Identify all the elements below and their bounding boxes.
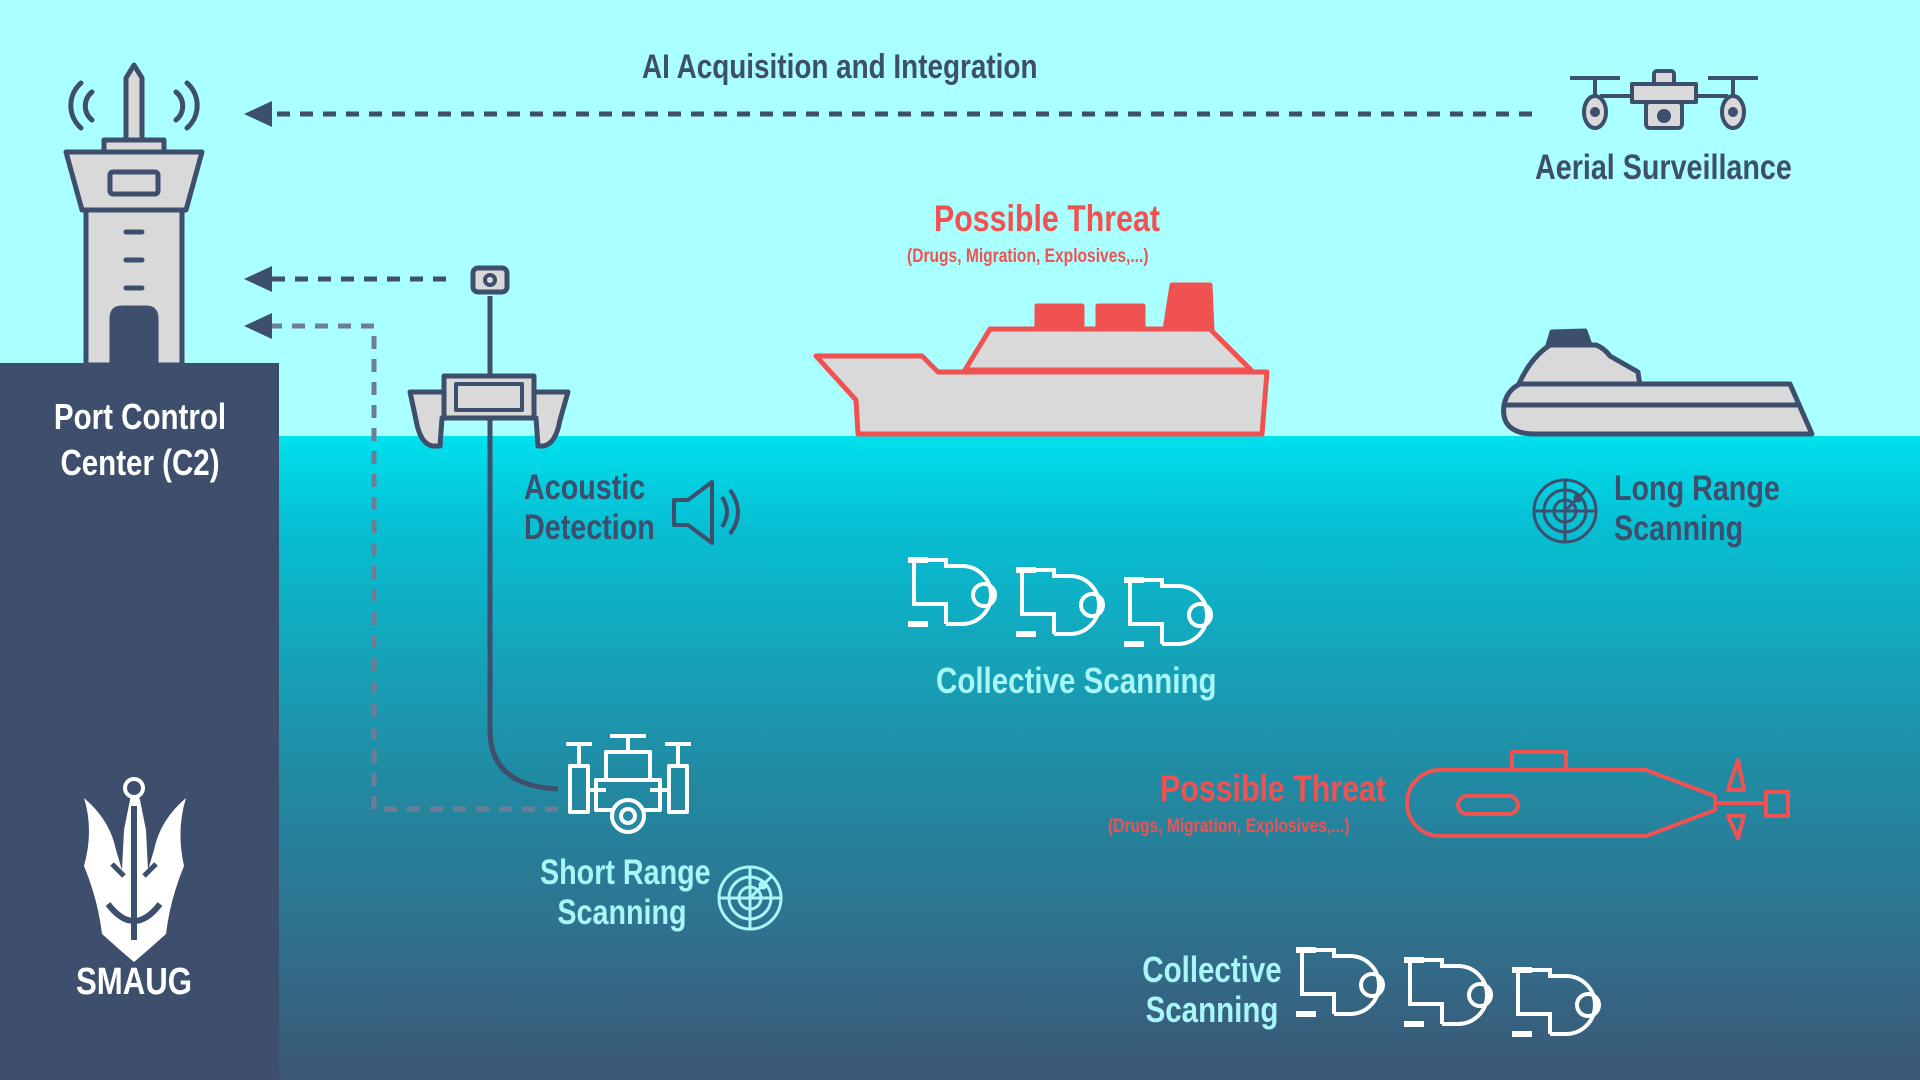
short-range-scanning-label: Short Range Scanning xyxy=(540,853,711,932)
ai-acquisition-label: AI Acquisition and Integration xyxy=(642,48,1038,86)
threat-surface-title: Possible Threat xyxy=(934,198,1160,239)
buoy-catamaran-icon xyxy=(407,265,571,792)
ai-acquisition-arrow xyxy=(244,101,1532,127)
buoy-link-arrow xyxy=(244,266,446,292)
threat-submarine-title: Possible Threat xyxy=(1160,768,1386,809)
underwater-drone-icon xyxy=(908,560,995,624)
collective-scanning-label: Collective Scanning xyxy=(936,660,1217,701)
underwater-drone-icon xyxy=(1296,950,1383,1014)
control-tower-icon xyxy=(63,62,205,368)
acoustic-detection-label: Acoustic Detection xyxy=(524,468,655,547)
port-control-panel xyxy=(0,363,279,1080)
underwater-drone-icon xyxy=(1124,580,1211,644)
sea xyxy=(0,436,1920,1080)
long-range-scanning-label: Long Range Scanning xyxy=(1614,469,1780,548)
threat-surface-subtitle: (Drugs, Migration, Explosives,...) xyxy=(907,246,1149,267)
port-control-label: Port Control Center (C2) xyxy=(53,396,227,483)
underwater-drone-icon xyxy=(1512,970,1599,1034)
radar-icon xyxy=(1532,478,1598,544)
radar-icon xyxy=(717,865,783,931)
underwater-drone-group xyxy=(908,560,1211,644)
drone-icon xyxy=(1570,69,1758,130)
ship-icon xyxy=(813,282,1270,437)
logo-wordmark: SMAUG xyxy=(75,961,192,1003)
speaker-icon xyxy=(672,480,740,545)
aerial-surveillance-label: Aerial Surveillance xyxy=(1535,148,1792,187)
rov-link-arrow xyxy=(244,313,558,812)
underwater-drone-group xyxy=(1296,950,1599,1034)
underwater-drone-icon xyxy=(1404,960,1491,1024)
rov-icon xyxy=(566,734,691,834)
collective-scanning-label: Collective Scanning xyxy=(1142,949,1282,1030)
underwater-drone-icon xyxy=(1016,570,1103,634)
submarine-icon xyxy=(1405,750,1790,840)
threat-submarine-subtitle: (Drugs, Migration, Explosives,...) xyxy=(1108,816,1350,837)
speedboat-icon xyxy=(1501,328,1815,437)
shield-anchor-logo-icon xyxy=(84,777,186,962)
